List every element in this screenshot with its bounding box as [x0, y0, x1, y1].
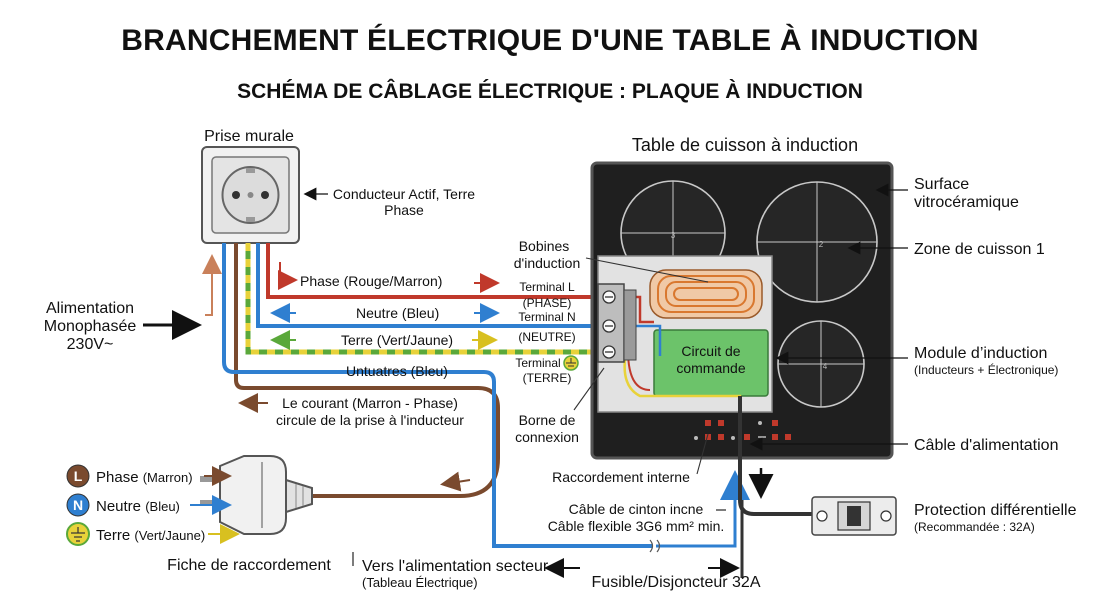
phase-badge-icon — [66, 464, 90, 488]
terminal-l-label-1: Terminal L — [519, 280, 575, 294]
earth-wire — [245, 243, 604, 355]
zone-number-2: 2 — [819, 240, 824, 249]
fuse-label: Fusible/Disjoncteur 32A — [592, 574, 761, 591]
phase-letter: L — [74, 468, 83, 484]
neutral-badge-icon — [66, 493, 90, 517]
surface-label-2: vitrocéramique — [914, 194, 1019, 211]
internal-connection-label: Raccordement interne — [552, 469, 690, 485]
plug-label: Fiche de raccordement — [167, 557, 331, 574]
borne-label-1: Borne de — [519, 412, 576, 428]
terminal-t-label-2: (TERRE) — [523, 371, 572, 385]
legend-phase: Phase (Marron) — [96, 469, 193, 486]
legend-earth: Terre (Vert/Jaune) — [96, 527, 205, 544]
cable-spec-label-1: Câble de cinton incne — [569, 501, 704, 517]
neutral-letter: N — [73, 497, 83, 513]
mains-label-1: Vers l'alimentation secteur — [362, 558, 549, 575]
differential-breaker — [811, 496, 897, 536]
zone1-label: Zone de cuisson 1 — [914, 241, 1045, 258]
control-circuit-label-2: commande — [676, 360, 745, 376]
untuatres-label: Untuatres (Bleu) — [346, 363, 448, 379]
legend-neutral: Neutre (Bleu) — [96, 498, 180, 515]
protection-label-1: Protection différentielle — [914, 502, 1077, 519]
connection-plug — [200, 455, 313, 535]
supply-label-3: 230V~ — [67, 336, 114, 353]
socket-label: Prise murale — [204, 128, 294, 145]
module-label-1: Module d’induction — [914, 345, 1047, 362]
current-label-2: circule de la prise à l'inducteur — [276, 412, 464, 428]
internal-electronics — [597, 255, 773, 458]
control-circuit-label-1: Circuit de — [681, 343, 740, 359]
conductors-label-2: Phase — [384, 202, 424, 218]
mains-label-2: (Tableau Électrique) — [362, 575, 478, 590]
terminal-n-label-2: (NEUTRE) — [518, 330, 575, 344]
supply-label-2: Monophasée — [44, 318, 137, 335]
sub-title: SCHÉMA DE CÂBLAGE ÉLECTRIQUE : PLAQUE À … — [237, 80, 863, 103]
terminal-t-label-1: Terminal — [515, 356, 560, 370]
earth-symbol-icon — [563, 355, 579, 371]
coils-label-1: Bobines — [519, 238, 570, 254]
phase-wire — [266, 243, 604, 299]
blue-return-wire — [222, 243, 750, 548]
terminal-l-label-2: (PHASE) — [523, 296, 572, 310]
neutral-wire-label: Neutre (Bleu) — [356, 305, 439, 321]
terminal-block — [597, 283, 637, 363]
protection-label-2: (Recommandée : 32A) — [914, 520, 1035, 534]
zone-number-3: 3 — [671, 231, 676, 240]
main-title: BRANCHEMENT ÉLECTRIQUE D'UNE TABLE À IND… — [121, 24, 979, 57]
cable-spec-label-2: Câble flexible 3G6 mm² min. — [548, 518, 725, 534]
wall-socket — [201, 146, 300, 244]
conductors-label-1: Conducteur Actif, Terre — [333, 186, 475, 202]
terminal-n-label-1: Terminal N — [518, 310, 575, 324]
surface-label-1: Surface — [914, 176, 969, 193]
earth-wire-label: Terre (Vert/Jaune) — [341, 332, 453, 348]
neutral-wire — [256, 243, 604, 328]
module-label-2: (Inducteurs + Électronique) — [914, 362, 1058, 377]
borne-label-2: connexion — [515, 429, 579, 445]
hob-label: Table de cuisson à induction — [632, 135, 858, 155]
zone-number-4: 4 — [823, 362, 828, 371]
current-label-1: Le courant (Marron - Phase) — [282, 395, 458, 411]
cable-label: Câble d'alimentation — [914, 437, 1058, 454]
earth-badge-icon — [66, 522, 90, 546]
supply-label-1: Alimentation — [46, 300, 134, 317]
phase-wire-label: Phase (Rouge/Marron) — [300, 273, 442, 289]
coils-label-2: d'induction — [514, 255, 581, 271]
